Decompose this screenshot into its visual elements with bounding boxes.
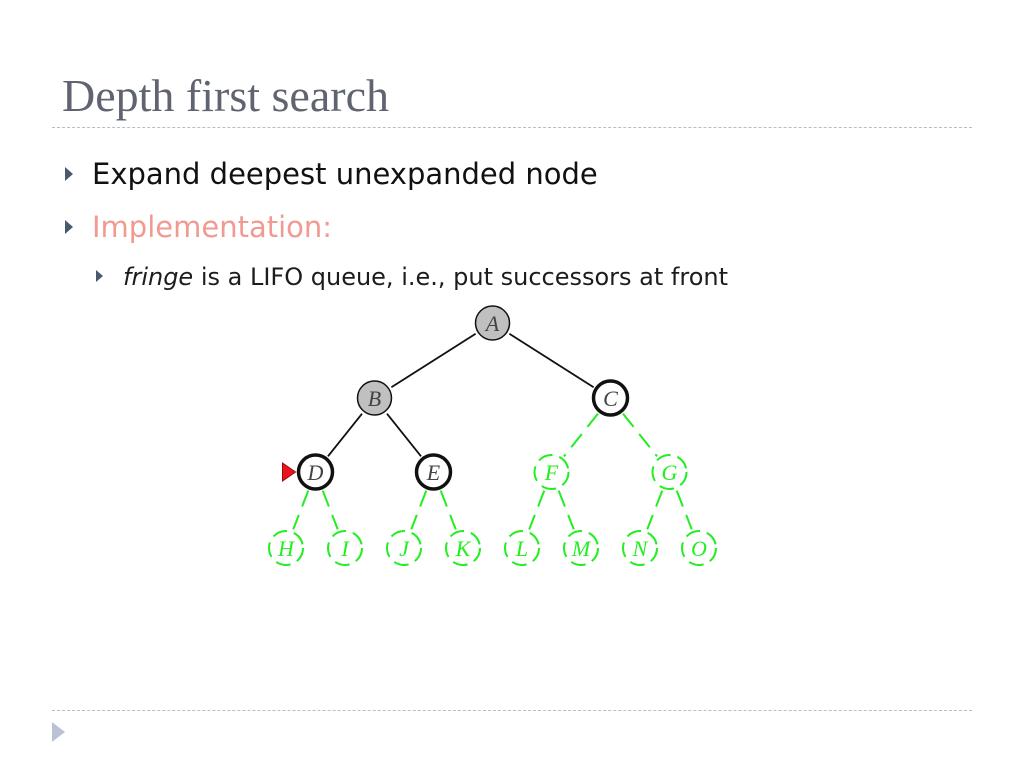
- footer-arrow-icon: [52, 722, 65, 742]
- tree-edge-g-n: [646, 490, 664, 530]
- tree-edge-e-k: [439, 490, 457, 530]
- tree-node-n: [622, 530, 658, 566]
- tree-node-label-b: B: [368, 386, 381, 411]
- bullet-arrow-icon: [65, 220, 73, 234]
- tree-node-g: [651, 454, 688, 490]
- tree-node-m: [563, 530, 599, 566]
- current-node-pointer-icon: [282, 462, 297, 482]
- tree-edge-b-d: [327, 413, 363, 457]
- bullet-expand-deepest: Expand deepest unexpanded node: [65, 155, 598, 193]
- tree-node-label-k: K: [455, 536, 472, 561]
- tree-edge-a-c: [508, 332, 595, 389]
- tree-edge-g-o: [675, 490, 693, 530]
- tree-node-o: [681, 530, 717, 566]
- tree-node-j: [386, 530, 422, 566]
- tree-node-label-n: N: [632, 536, 649, 561]
- tree-edge-d-i: [321, 490, 339, 530]
- fringe-term: fringe: [123, 263, 194, 291]
- tree-node-label-h: H: [277, 536, 295, 561]
- tree-edge-f-m: [557, 490, 575, 530]
- tree-node-label-f: F: [544, 460, 559, 485]
- tree-node-c: [591, 379, 630, 417]
- tree-node-label-e: E: [426, 460, 441, 485]
- tree-edge-a-b: [390, 332, 477, 389]
- tree-node-f: [533, 454, 570, 490]
- tree-node-d: [296, 453, 335, 491]
- tree-node-label-o: O: [691, 536, 707, 561]
- tree-node-l: [504, 530, 540, 566]
- title-divider: [52, 127, 972, 128]
- tree-node-label-m: M: [571, 536, 592, 561]
- bullet-text: Expand deepest unexpanded node: [92, 157, 598, 191]
- tree-node-label-g: G: [662, 460, 678, 485]
- bullet-text: is a LIFO queue, i.e., put successors at…: [193, 263, 729, 291]
- bullet-text: Implementation:: [92, 210, 333, 244]
- tree-edge-e-j: [410, 490, 428, 530]
- footer-divider: [52, 710, 972, 711]
- tree-edge-c-g: [622, 413, 658, 457]
- sub-bullet-fringe: fringe is a LIFO queue, i.e., put succes…: [96, 261, 729, 293]
- tree-edge-b-e: [386, 413, 422, 457]
- tree-node-label-c: C: [603, 386, 618, 411]
- tree-node-a: [474, 305, 511, 341]
- tree-node-label-i: I: [340, 536, 350, 561]
- tree-node-b: [356, 380, 393, 416]
- sub-bullet-arrow-icon: [96, 270, 103, 282]
- tree-node-e: [414, 453, 453, 491]
- slide-title: Depth first search: [62, 70, 389, 121]
- tree-node-i: [327, 530, 363, 566]
- tree-edge-f-l: [528, 490, 546, 530]
- tree-node-label-a: A: [484, 311, 500, 336]
- tree-node-label-l: L: [515, 536, 528, 561]
- bullet-arrow-icon: [65, 167, 73, 181]
- tree-node-k: [445, 530, 481, 566]
- tree-node-h: [268, 530, 304, 566]
- bullet-implementation: Implementation:: [65, 208, 333, 246]
- tree-node-label-j: J: [399, 536, 410, 561]
- tree-edge-c-f: [563, 413, 599, 457]
- tree-edge-d-h: [292, 490, 310, 530]
- tree-node-label-d: D: [307, 460, 324, 485]
